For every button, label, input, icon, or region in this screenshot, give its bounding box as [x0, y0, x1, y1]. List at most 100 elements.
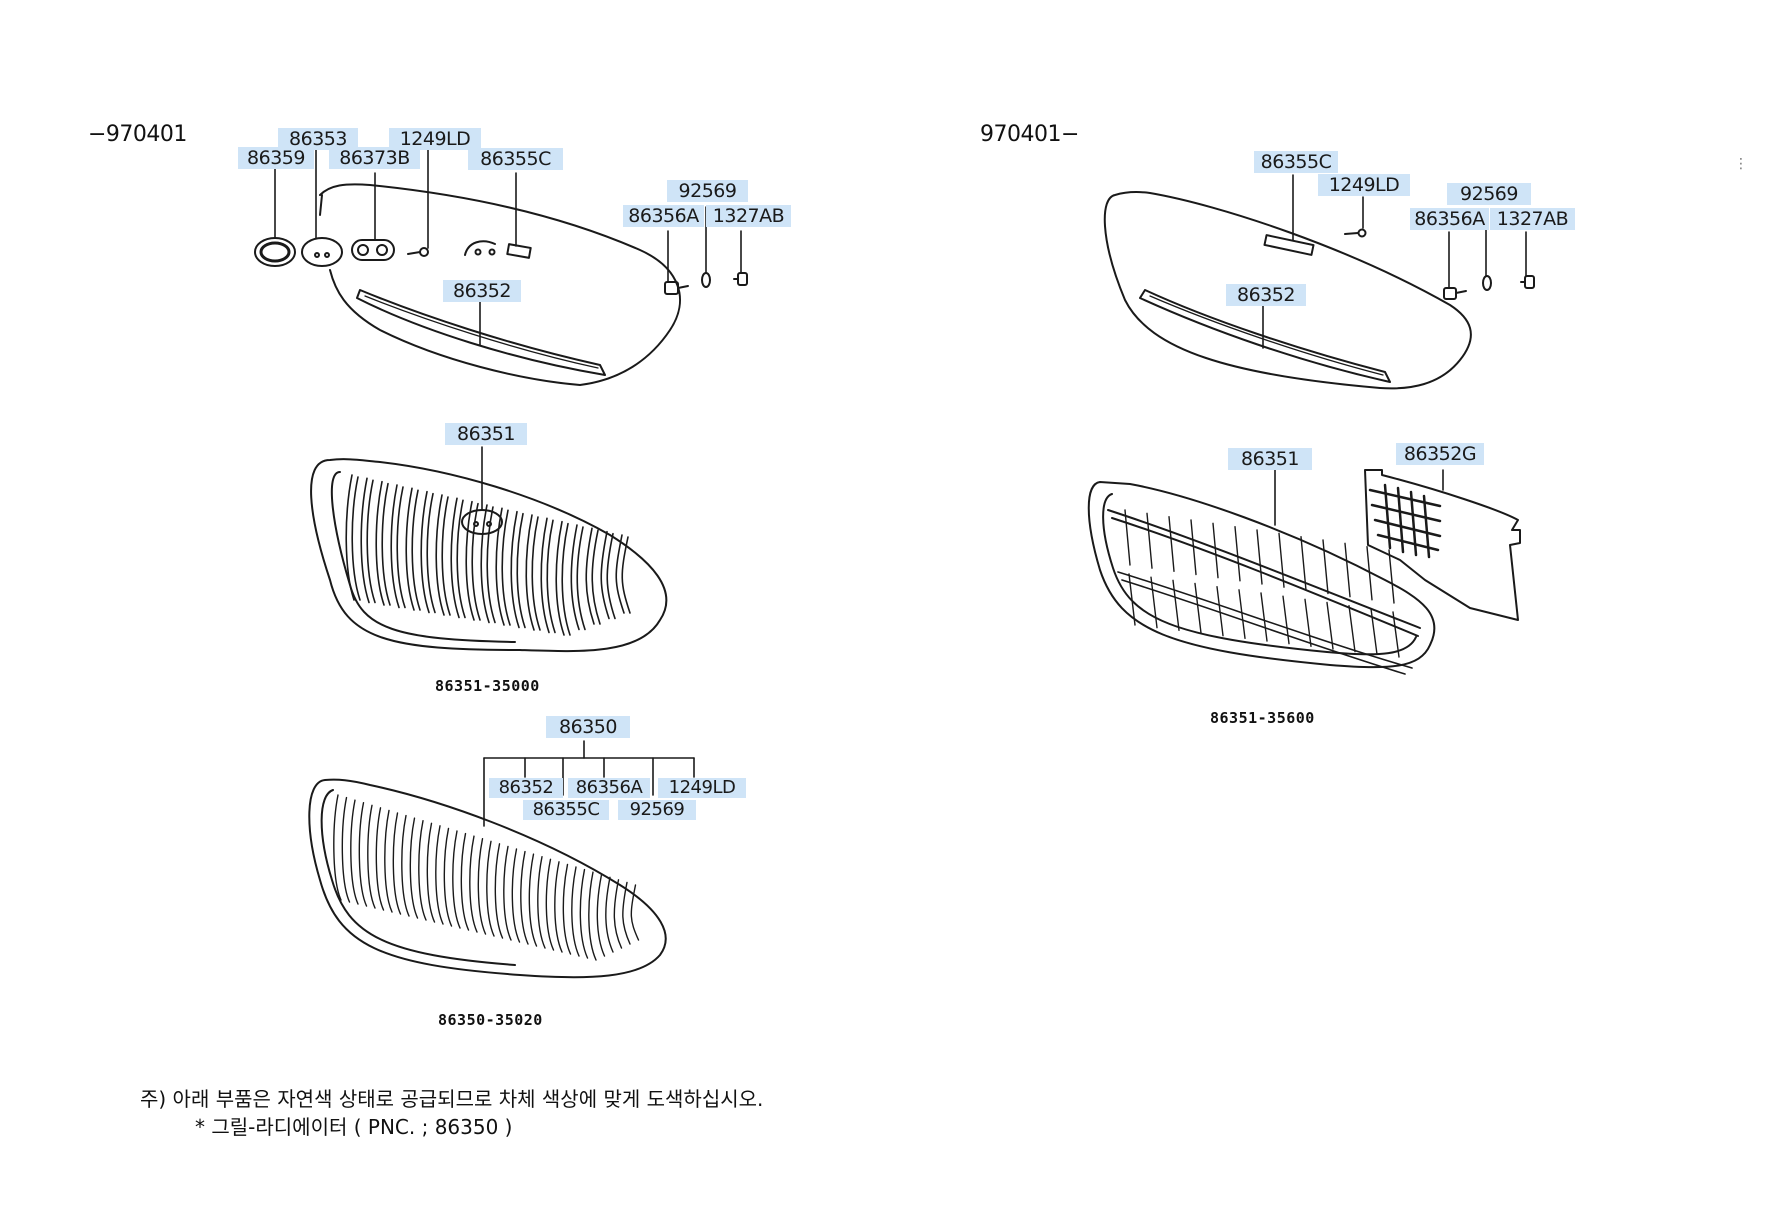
rib [1124, 509, 1131, 566]
vane [358, 802, 368, 907]
vane [511, 848, 521, 943]
label-86355C[interactable]: 86355C [468, 148, 563, 170]
label-r-92569[interactable]: 92569 [1447, 183, 1531, 205]
edge-mark: ⋮ [1734, 156, 1748, 172]
rib [1322, 539, 1329, 595]
label-1249LD[interactable]: 1249LD [389, 128, 481, 150]
left-molding-assembly [254, 183, 748, 386]
rib [1146, 512, 1153, 569]
label-r-86352G[interactable]: 86352G [1396, 443, 1484, 465]
vane [516, 512, 526, 629]
rib [1172, 579, 1180, 632]
rib [1168, 515, 1175, 573]
vane [591, 529, 601, 625]
rib [1150, 576, 1158, 629]
label-sub-86352[interactable]: 86352 [489, 778, 563, 798]
vane [405, 487, 415, 611]
label-92569[interactable]: 92569 [667, 180, 748, 202]
rib [1278, 532, 1285, 588]
vane [588, 871, 597, 961]
vane [381, 482, 391, 606]
partno-86351-35000: 86351-35000 [435, 677, 540, 695]
label-sub-86355C[interactable]: 86355C [523, 800, 609, 820]
partno-86350-35020: 86350-35020 [438, 1011, 543, 1029]
vane [579, 868, 589, 959]
rib [1216, 585, 1224, 637]
label-1327AB[interactable]: 1327AB [706, 205, 791, 227]
mesh-86352G [1364, 469, 1521, 621]
vane [443, 827, 453, 927]
vane [561, 522, 571, 636]
rib [1300, 535, 1307, 592]
rib [1190, 519, 1197, 576]
label-86373B[interactable]: 86373B [329, 147, 420, 169]
rib [1392, 611, 1400, 658]
note-line-2: * 그릴-라디에이터 ( PNC. ; 86350 ) [195, 1115, 513, 1139]
label-r-86352[interactable]: 86352 [1226, 284, 1306, 306]
vane [351, 476, 361, 601]
vane [435, 494, 445, 616]
vane [501, 509, 511, 626]
rib [1212, 522, 1219, 579]
label-sub-92569[interactable]: 92569 [618, 800, 696, 820]
label-r-1327AB[interactable]: 1327AB [1490, 208, 1575, 230]
vane [562, 863, 572, 955]
label-86359[interactable]: 86359 [238, 147, 314, 169]
vane [420, 490, 430, 614]
vane [375, 807, 385, 911]
vane [418, 820, 427, 921]
vane [520, 850, 529, 945]
vane [471, 502, 481, 621]
rib [1128, 573, 1136, 626]
vane [622, 881, 631, 945]
vane [503, 845, 512, 941]
vane [477, 838, 487, 935]
vane [452, 830, 461, 929]
vane [546, 519, 556, 634]
vane [441, 496, 451, 616]
vane [426, 492, 436, 614]
vane [366, 479, 376, 604]
vane [495, 507, 505, 626]
vane [390, 484, 400, 609]
vane [435, 825, 444, 925]
label-r-86356A[interactable]: 86356A [1410, 208, 1489, 230]
vane [545, 858, 555, 951]
vane [630, 884, 640, 941]
label-86350[interactable]: 86350 [546, 716, 630, 738]
rib [1366, 545, 1373, 601]
label-sub-1249LD[interactable]: 1249LD [658, 778, 746, 798]
vane [540, 517, 550, 634]
label-r-1249LD[interactable]: 1249LD [1318, 174, 1410, 196]
vane [460, 832, 470, 931]
rib [1326, 601, 1334, 650]
label-86356A[interactable]: 86356A [623, 205, 704, 227]
note-line-1: 주) 아래 부품은 자연색 상태로 공급되므로 차체 색상에 맞게 도색하십시오… [140, 1087, 764, 1111]
right-grille-ribs [1124, 509, 1400, 658]
label-r-86351[interactable]: 86351 [1228, 448, 1312, 470]
rib [1344, 542, 1351, 598]
label-86351[interactable]: 86351 [445, 423, 527, 445]
right-molding-assembly [1103, 190, 1535, 390]
left-bottom-leaders [483, 740, 695, 827]
vane [555, 520, 565, 636]
rib [1194, 582, 1202, 634]
vane [360, 477, 370, 604]
label-86353[interactable]: 86353 [278, 128, 358, 150]
vane [576, 526, 586, 631]
label-86352[interactable]: 86352 [443, 280, 521, 302]
rib [1260, 592, 1268, 642]
vane [469, 835, 478, 933]
label-sub-86356A[interactable]: 86356A [568, 778, 650, 798]
vane [600, 530, 610, 620]
vane [392, 812, 402, 915]
vane [480, 504, 490, 624]
label-r-86355C[interactable]: 86355C [1254, 151, 1338, 173]
rib [1304, 598, 1312, 648]
vane [605, 876, 614, 953]
rib [1234, 525, 1241, 582]
vane [384, 809, 393, 913]
rib [1282, 595, 1290, 645]
